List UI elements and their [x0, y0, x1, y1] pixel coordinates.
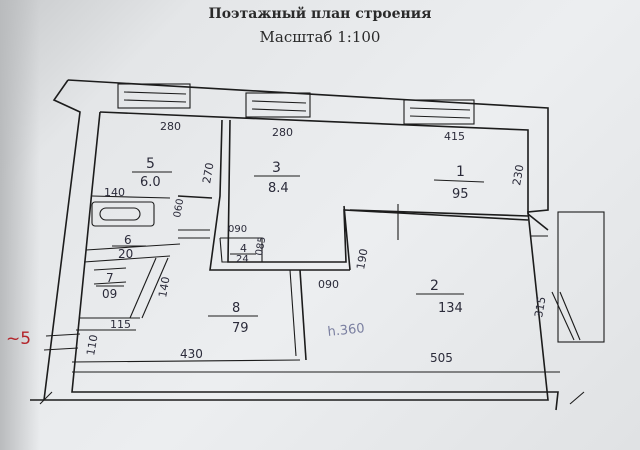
- dim-room2-depth: 315: [532, 296, 548, 319]
- dim-room1-width: 415: [444, 130, 465, 143]
- outer-walls: [30, 79, 559, 411]
- room-area-1: 95: [452, 187, 469, 202]
- dim-entrance-depth: 110: [84, 334, 100, 357]
- dim-bath-width: 140: [104, 186, 125, 199]
- dim-room4-width: 090: [228, 224, 247, 235]
- dim-room5-length: 270: [200, 162, 216, 185]
- room-number-5: 5: [146, 156, 155, 172]
- dim-room5-width: 280: [160, 120, 181, 133]
- room-area-7: 09: [102, 287, 117, 301]
- room-labels: 5 6.0 3 8.4 1 95 6 20 4 24 2 134 7 09 8 …: [96, 156, 485, 336]
- doors: [39, 204, 585, 405]
- dim-bath-depth: 060: [172, 198, 186, 219]
- room-area-2: 134: [438, 301, 463, 316]
- dim-room4-depth: 085: [254, 236, 268, 257]
- paper-shadow: [0, 0, 40, 450]
- dim-left-length: 430: [180, 347, 203, 361]
- room-number-3: 3: [272, 160, 281, 176]
- dim-corridor-width: 115: [110, 318, 131, 331]
- room-area-8: 79: [232, 321, 249, 336]
- pencil-note: h.360: [327, 321, 366, 340]
- interior-walls: [43, 119, 560, 373]
- dim-door-width: 090: [318, 278, 339, 291]
- room-area-5: 6.0: [140, 175, 161, 190]
- room-area-4: 24: [236, 254, 249, 265]
- dim-room1-length: 230: [510, 164, 526, 187]
- room-number-1: 1: [456, 164, 465, 180]
- dim-room7-length: 140: [156, 276, 172, 299]
- dim-right-length: 505: [430, 351, 453, 365]
- windows: [117, 83, 605, 343]
- plan-title: Поэтажный план строения: [208, 6, 432, 22]
- room-number-2: 2: [430, 278, 439, 294]
- bathtub: [91, 201, 155, 285]
- dim-room3-width: 280: [272, 126, 293, 139]
- dimension-labels: 280 280 415 270 230 140 060 090 085 190 …: [84, 120, 548, 365]
- plan-scale: Масштаб 1:100: [259, 28, 381, 46]
- room-number-8: 8: [232, 301, 240, 316]
- entrance-mark: ~5: [6, 329, 31, 349]
- dim-hall-depth: 190: [354, 248, 370, 271]
- room-number-4: 4: [240, 242, 247, 255]
- room-number-7: 7: [106, 271, 114, 285]
- room-area-3: 8.4: [268, 181, 289, 196]
- room-number-6: 6: [124, 233, 132, 247]
- room-area-6: 20: [118, 247, 133, 261]
